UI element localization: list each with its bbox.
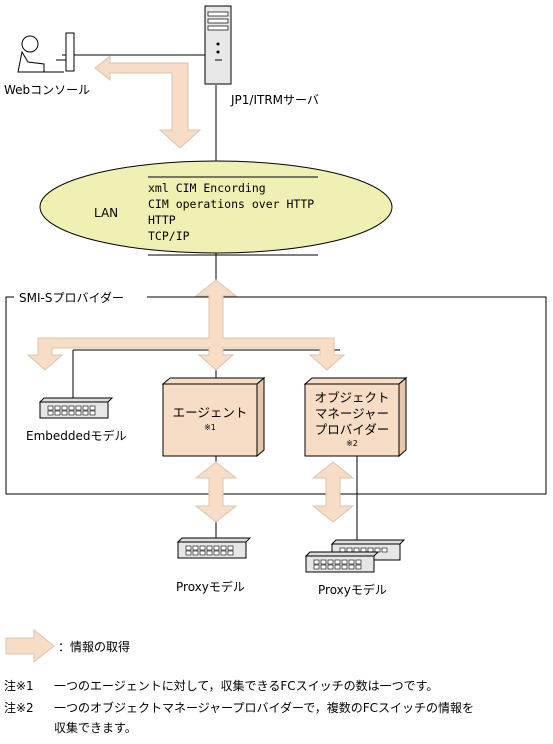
arrow-lan-to-providers xyxy=(26,279,346,371)
smi-s-provider-label: SMI-Sプロバイダー xyxy=(17,291,126,305)
arrow-agent-proxy xyxy=(194,461,238,523)
agent-box xyxy=(161,376,266,458)
lan-ellipse xyxy=(39,160,393,254)
lan-protocol: CIM operations over HTTP xyxy=(148,197,315,211)
agent-note-mark: ※1 xyxy=(204,423,216,432)
switch-icon-proxy-1 xyxy=(176,537,252,559)
lan-protocol: HTTP xyxy=(148,213,176,227)
object-manager-note-mark: ※2 xyxy=(346,439,358,448)
proxy-model-label-1: Proxyモデル xyxy=(176,580,245,594)
note-text-2: 一つのオブジェクトマネージャープロバイダーで，複数のFCスイッチの情報を xyxy=(54,701,475,715)
note-mark-1: 注※1 xyxy=(4,679,34,693)
info-arrows xyxy=(5,54,355,664)
object-manager-label-line: プロバイダー xyxy=(314,422,390,437)
lan-label: LAN xyxy=(94,206,119,220)
smi-s-provider-frame xyxy=(5,296,547,495)
object-manager-label-line: オブジェクト xyxy=(314,390,390,405)
lan-protocol: xml CIM Encording xyxy=(148,181,266,195)
proxy-model-label-2: Proxyモデル xyxy=(318,583,387,597)
switch-icon-embedded xyxy=(38,397,114,419)
arrow-objmgr-proxy xyxy=(311,461,355,523)
legend-label: ：情報の取得 xyxy=(58,640,131,654)
lan-protocol: TCP/IP xyxy=(148,229,190,243)
legend-arrow-icon xyxy=(5,628,55,664)
note-mark-2: 注※2 xyxy=(4,701,34,715)
embedded-model-label: Embeddedモデル xyxy=(26,429,127,443)
object-manager-box xyxy=(303,376,408,458)
user-pc-icon xyxy=(17,32,75,73)
switch-icon-proxy-2-front xyxy=(304,551,380,573)
agent-label: エージェント xyxy=(172,405,248,420)
object-manager-label-line: マネージャー xyxy=(314,406,390,421)
server-label: JP1/ITRMサーバ xyxy=(231,93,319,107)
server-icon xyxy=(204,5,232,85)
arrow-server-to-console xyxy=(94,54,202,149)
note-text-2-cont: 収集できます。 xyxy=(54,721,137,735)
web-console-label: Webコンソール xyxy=(4,83,91,97)
note-text-1: 一つのエージェントに対して，収集できるFCスイッチの数は一つです。 xyxy=(54,679,439,693)
